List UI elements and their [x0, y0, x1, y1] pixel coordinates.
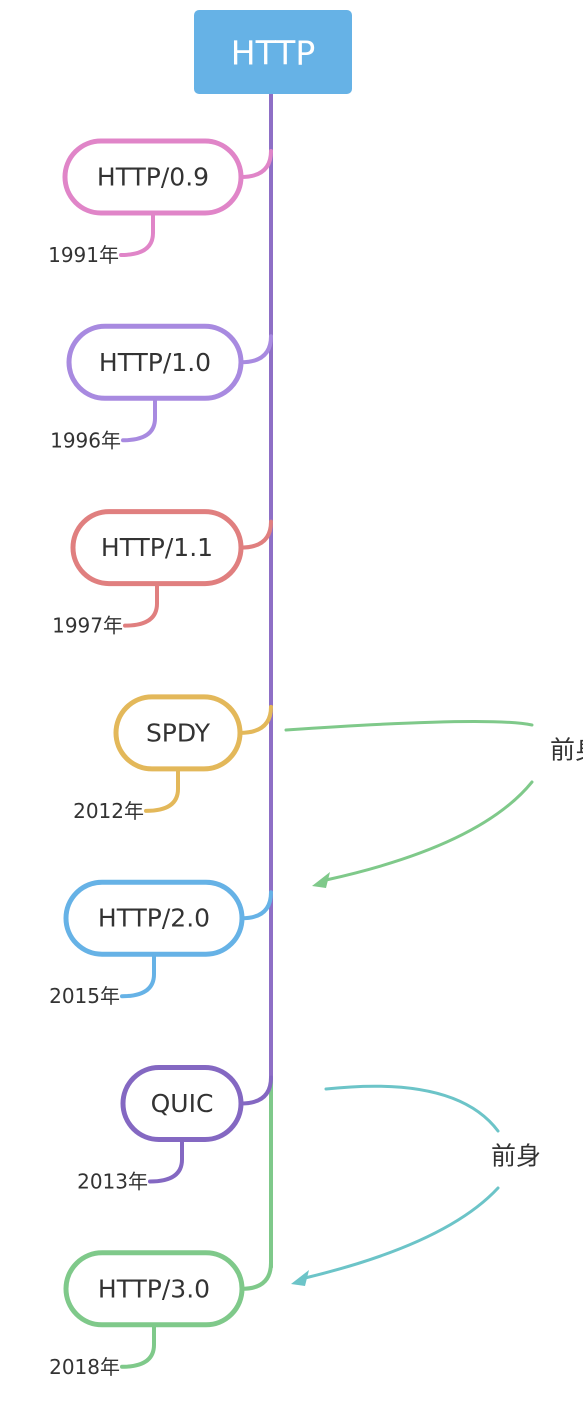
relation-line-in-quic-to-http-3-0 — [324, 1084, 500, 1133]
relation-label-quic-to-http-3-0: 前身 — [491, 1142, 541, 1171]
year-connector-http-3-0 — [120, 1322, 156, 1369]
links-layer — [119, 92, 273, 1369]
relation-line-out-spdy-to-http-2-0 — [324, 780, 534, 882]
branch-connector-http-0-9 — [239, 149, 273, 179]
node-label-spdy: SPDY — [146, 718, 211, 747]
node-box-quic — [120, 1065, 244, 1142]
branch-connector-http-1-0 — [239, 334, 273, 365]
branch-connector-http-2-0 — [240, 890, 273, 921]
node-label-http-1-0: HTTP/1.0 — [99, 348, 211, 377]
year-connector-quic — [148, 1137, 184, 1184]
year-label-http-1-0: 1996年 — [50, 428, 121, 452]
year-connector-http-1-0 — [121, 396, 157, 443]
node-box-http-2-0 — [63, 879, 245, 957]
node-label-http-1-1: HTTP/1.1 — [101, 533, 213, 562]
node-label-http-3-0: HTTP/3.0 — [98, 1274, 210, 1303]
node-quic[interactable]: QUIC — [120, 1065, 244, 1142]
year-connector-spdy — [144, 766, 180, 813]
node-box-http-3-0 — [63, 1250, 245, 1328]
node-spdy[interactable]: SPDY — [113, 694, 243, 772]
year-connector-http-2-0 — [120, 952, 156, 999]
arrowhead-spdy-to-http-2-0 — [312, 872, 330, 888]
node-http-1-0[interactable]: HTTP/1.0 — [66, 323, 244, 401]
root-node-http[interactable]: HTTP — [194, 10, 352, 94]
year-connector-http-0-9 — [119, 211, 155, 257]
node-http-2-0[interactable]: HTTP/2.0 — [63, 879, 245, 957]
branch-connector-http-3-0 — [240, 1260, 273, 1291]
branch-connector-spdy — [238, 704, 273, 735]
node-http-0-9[interactable]: HTTP/0.9 — [62, 138, 244, 216]
relation-label-spdy-to-http-2-0: 前身 — [550, 736, 583, 765]
year-label-http-1-1: 1997年 — [52, 614, 123, 638]
year-label-http-3-0: 2018年 — [49, 1355, 120, 1379]
root-node-box — [194, 10, 352, 94]
node-box-http-1-1 — [70, 509, 244, 587]
relations-layer: 前身前身 — [284, 719, 583, 1286]
relation-line-out-quic-to-http-3-0 — [303, 1186, 500, 1280]
node-http-1-1[interactable]: HTTP/1.1 — [70, 509, 244, 587]
year-label-http-2-0: 2015年 — [49, 984, 120, 1008]
branch-connector-http-1-1 — [239, 519, 273, 550]
arrowhead-quic-to-http-3-0 — [291, 1270, 309, 1286]
node-label-http-2-0: HTTP/2.0 — [98, 904, 210, 933]
year-label-http-0-9: 1991年 — [48, 243, 119, 267]
root-node-label: HTTP — [231, 34, 315, 73]
relation-quic-to-http-3-0[interactable]: 前身 — [291, 1084, 541, 1286]
year-label-quic: 2013年 — [77, 1170, 148, 1194]
node-box-spdy — [113, 694, 243, 772]
year-label-spdy: 2012年 — [73, 799, 144, 823]
branch-connector-quic — [239, 1075, 273, 1106]
relation-spdy-to-http-2-0[interactable]: 前身 — [284, 719, 583, 888]
node-label-quic: QUIC — [151, 1089, 214, 1118]
node-box-http-0-9 — [62, 138, 244, 216]
relation-line-in-spdy-to-http-2-0 — [284, 719, 534, 732]
node-box-http-1-0 — [66, 323, 244, 401]
node-http-3-0[interactable]: HTTP/3.0 — [63, 1250, 245, 1328]
nodes-layer: HTTP HTTP/0.9 1991年 HTTP/1.0 1996年 HTTP/1.1 19… — [48, 10, 352, 1379]
year-connector-http-1-1 — [123, 581, 159, 628]
node-label-http-0-9: HTTP/0.9 — [97, 163, 209, 192]
